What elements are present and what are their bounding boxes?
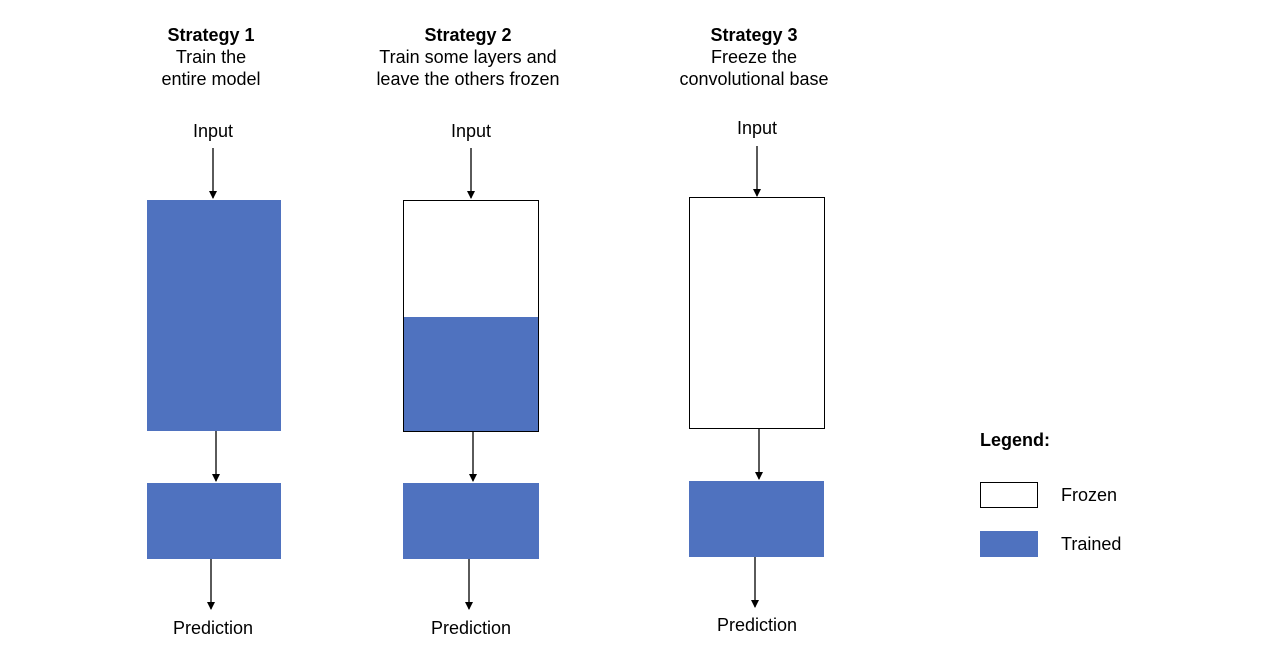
strategy-3-heading: Strategy 3 <box>710 25 798 45</box>
strategy-1-input-label: Input <box>192 121 234 141</box>
strategy-3-desc-line2: convolutional base <box>679 69 829 89</box>
strategy-2-desc-line1: Train some layers and <box>379 47 557 67</box>
strategy-2-classifier-trained <box>403 483 539 559</box>
strategy-3-conv-base-frozen <box>689 197 825 429</box>
legend-title: Legend: <box>980 430 1050 450</box>
strategy-2-title: Strategy 2 Train some layers and leave t… <box>318 24 618 90</box>
strategy-2-frozen-layers <box>404 201 538 316</box>
strategy-1-desc-line2: entire model <box>161 69 261 89</box>
strategy-2-heading: Strategy 2 <box>424 25 512 45</box>
strategy-2-desc-line2: leave the others frozen <box>376 69 560 89</box>
legend-label-trained: Trained <box>1061 534 1122 554</box>
strategy-1-classifier-trained <box>147 483 281 559</box>
strategy-3-title: Strategy 3 Freeze the convolutional base <box>604 24 904 90</box>
strategy-2-output-label: Prediction <box>430 618 512 638</box>
legend-label-frozen: Frozen <box>1061 485 1118 505</box>
strategy-2-conv-base-partial <box>403 200 539 432</box>
strategy-1-output-label: Prediction <box>172 618 254 638</box>
strategy-3-classifier-trained <box>689 481 824 557</box>
strategy-3-input-label: Input <box>736 118 778 138</box>
strategy-1-title: Strategy 1 Train the entire model <box>61 24 361 90</box>
strategy-1-desc-line1: Train the <box>175 47 247 67</box>
strategy-1-conv-base-trained <box>147 200 281 431</box>
strategy-3-output-label: Prediction <box>716 615 798 635</box>
strategy-3-desc-line1: Freeze the <box>710 47 798 67</box>
strategy-2-input-label: Input <box>450 121 492 141</box>
legend-swatch-trained <box>980 531 1038 557</box>
strategy-2-trained-layers <box>404 317 538 431</box>
legend-swatch-frozen <box>980 482 1038 508</box>
strategy-1-heading: Strategy 1 <box>167 25 255 45</box>
